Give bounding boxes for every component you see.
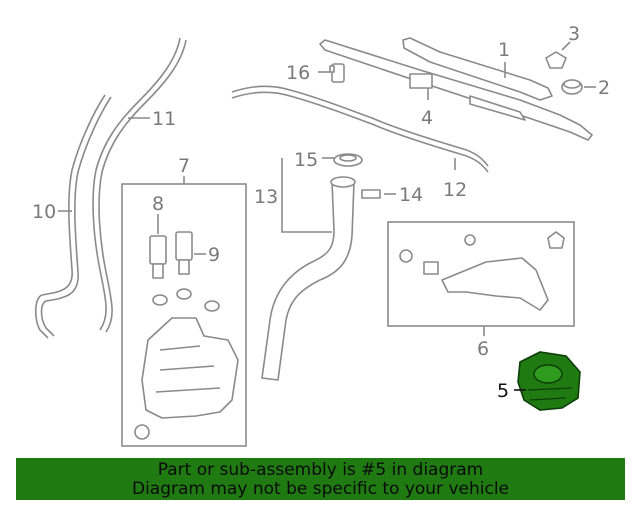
callout-1: 1 [498,39,510,61]
info-banner: Part or sub-assembly is #5 in diagram Di… [16,458,625,500]
callout-14: 14 [399,184,423,206]
banner-line-1: Part or sub-assembly is #5 in diagram [157,460,484,480]
callout-3: 3 [568,23,580,45]
clip-14 [361,189,381,199]
parts-diagram: 1 2 3 4 5 6 7 8 9 10 11 12 13 14 15 16 [32,23,610,447]
grommets [152,288,220,312]
leader-13 [281,158,332,233]
leader-3 [561,41,571,51]
callout-15: 15 [294,149,318,171]
cap-15 [333,153,363,167]
nut-cap-3 [545,51,567,69]
callout-2: 2 [598,77,610,99]
pump-8 [149,235,167,279]
wiper-arm-and-blade [319,37,593,141]
washer-hose-10 [34,94,112,339]
highlighted-part-5 [517,351,581,411]
cap-2 [561,79,583,95]
callout-7: 7 [178,155,190,177]
washer-hose-12 [231,85,489,173]
callout-16: 16 [286,62,310,84]
motor-linkage [399,231,565,311]
callout-11: 11 [152,108,176,130]
callout-5: 5 [497,380,509,402]
callout-12: 12 [443,179,467,201]
pump-9 [175,231,193,275]
callout-9: 9 [208,244,220,266]
callout-13: 13 [254,186,278,208]
nozzle-16 [329,63,345,83]
filler-neck-13 [261,176,356,381]
banner-line-2: Diagram may not be specific to your vehi… [131,479,509,499]
reservoir-tank [134,317,239,440]
washer-hose-11 [92,37,187,333]
callout-10: 10 [32,201,56,223]
callout-8: 8 [152,193,164,215]
motor-box-6 [387,221,575,327]
callout-6: 6 [477,338,489,360]
callout-4: 4 [421,107,433,129]
